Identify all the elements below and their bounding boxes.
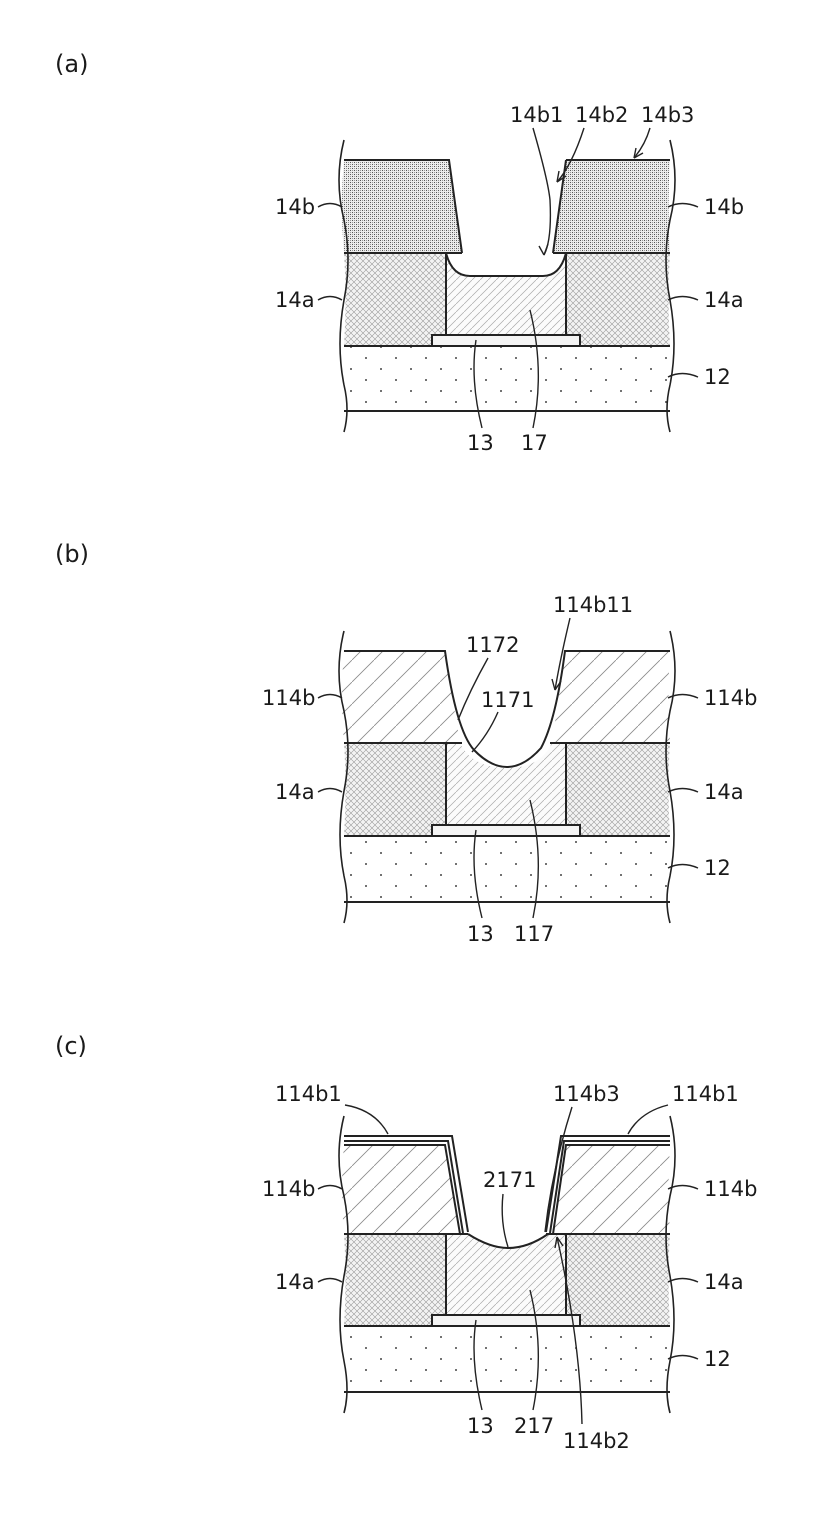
label-13: 13 — [467, 922, 494, 946]
layer-114b-right — [552, 1145, 670, 1234]
panel-c-label: (c) — [55, 1032, 87, 1060]
label-12: 12 — [704, 856, 731, 880]
panel-a-label: (a) — [55, 50, 88, 78]
label-114b-left: 114b — [262, 686, 315, 710]
label-14a-left: 14a — [275, 1270, 315, 1294]
label-17: 17 — [521, 431, 548, 455]
panel-c: (c) 114b1 114b1 — [55, 1032, 757, 1453]
label-2171: 2171 — [483, 1168, 536, 1192]
electrode-13 — [432, 825, 580, 836]
label-14b2: 14b2 — [575, 103, 628, 127]
panel-b-label: (b) — [55, 540, 89, 568]
label-114b1-left: 114b1 — [275, 1082, 342, 1106]
label-14a-left: 14a — [275, 780, 315, 804]
layer-14b-left — [342, 160, 462, 253]
substrate-12 — [344, 836, 670, 902]
label-114b-right: 114b — [704, 1177, 757, 1201]
layer-114b-right — [552, 651, 670, 743]
label-117: 117 — [514, 922, 554, 946]
label-14b-right: 14b — [704, 195, 744, 219]
label-13: 13 — [467, 1414, 494, 1438]
label-14a-right: 14a — [704, 288, 744, 312]
layer-114b-left — [342, 651, 460, 743]
label-12: 12 — [704, 365, 731, 389]
label-114b11: 114b11 — [553, 593, 633, 617]
label-114b-left: 114b — [262, 1177, 315, 1201]
label-14a-left: 14a — [275, 288, 315, 312]
layer-14b-right — [553, 160, 670, 253]
substrate-12 — [344, 1326, 670, 1392]
label-14b1: 14b1 — [510, 103, 563, 127]
label-14a-right: 14a — [704, 780, 744, 804]
label-14a-right: 14a — [704, 1270, 744, 1294]
label-13: 13 — [467, 431, 494, 455]
label-114b1-right: 114b1 — [672, 1082, 739, 1106]
label-1171: 1171 — [481, 688, 534, 712]
label-114b2: 114b2 — [563, 1429, 630, 1453]
label-1172: 1172 — [466, 633, 519, 657]
recess-17 — [446, 253, 566, 276]
layer-114b-left — [342, 1145, 460, 1234]
substrate-12 — [344, 346, 670, 411]
panel-a: (a) 14b 14b 14a 14a — [55, 50, 744, 455]
label-12: 12 — [704, 1347, 731, 1371]
electrode-13 — [432, 335, 580, 346]
electrode-13 — [432, 1315, 580, 1326]
panel-b: (b) 114b 114b 14a 14a 12 — [55, 540, 757, 946]
label-14b-left: 14b — [275, 195, 315, 219]
label-14b3: 14b3 — [641, 103, 694, 127]
label-217: 217 — [514, 1414, 554, 1438]
label-114b-right: 114b — [704, 686, 757, 710]
label-114b3: 114b3 — [553, 1082, 620, 1106]
